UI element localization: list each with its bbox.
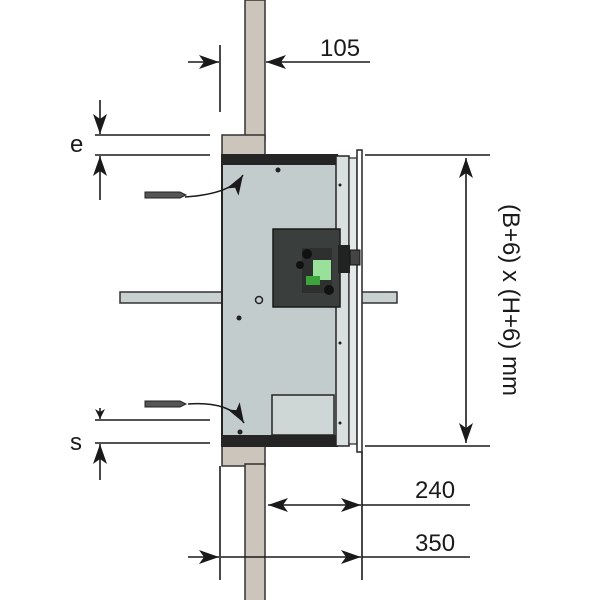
lock-unit <box>272 228 361 308</box>
dimension-350: 350 <box>188 466 470 580</box>
dimension-e-label: e <box>70 131 83 158</box>
dimension-opening: (B+6) x (H+6) mm <box>365 154 524 447</box>
wall <box>221 0 266 600</box>
dimension-105-label: 105 <box>320 35 360 62</box>
dimension-105: 105 <box>188 35 370 112</box>
dimension-350-label: 350 <box>415 530 455 557</box>
dimension-s-label: s <box>70 429 82 456</box>
dimension-240-label: 240 <box>415 477 455 504</box>
screw-top <box>144 174 244 199</box>
dimension-s: s <box>70 408 210 480</box>
dimension-240: 240 <box>268 452 470 580</box>
screw-bottom <box>144 400 245 424</box>
dimension-opening-label: (B+6) x (H+6) mm <box>497 204 524 396</box>
dimension-e: e <box>70 100 210 200</box>
